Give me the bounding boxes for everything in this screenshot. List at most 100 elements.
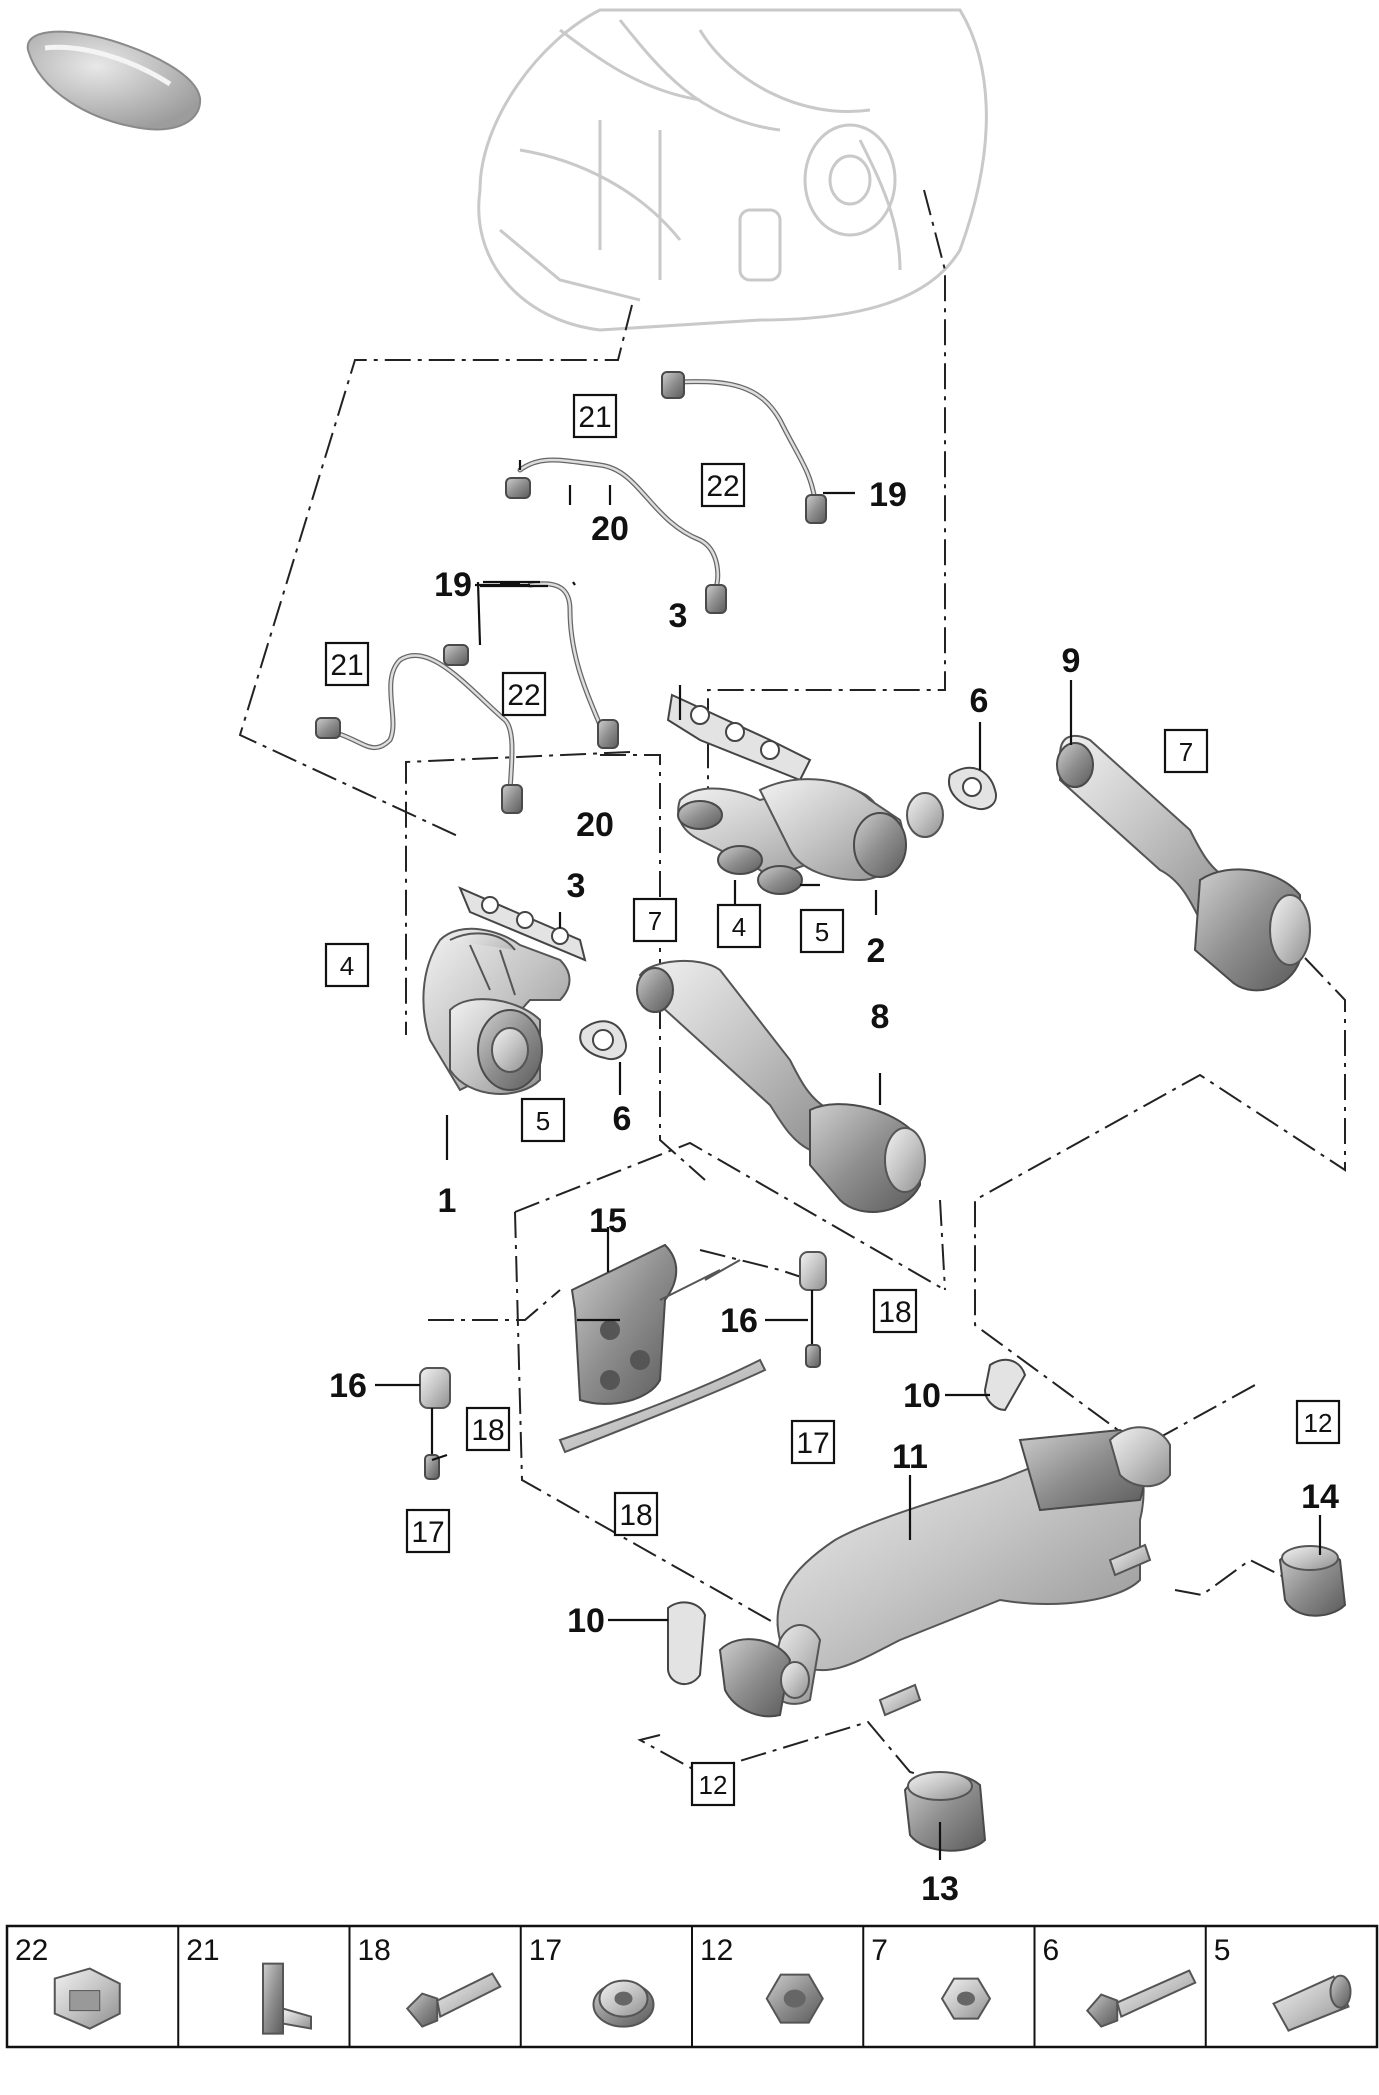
callout-6-upper: 6 [970, 682, 989, 720]
long-bolt-icon [1085, 1969, 1197, 2028]
svg-text:12: 12 [699, 1770, 728, 1800]
legend-number-22: 22 [15, 1934, 48, 1967]
bracket-icon [262, 1962, 312, 2035]
svg-text:7: 7 [1179, 737, 1193, 767]
boxed-callout-5-upper: 5 [799, 908, 845, 954]
callout-10-left: 10 [567, 1602, 605, 1640]
exhaust-manifold-catalyst-1 [422, 927, 571, 1095]
svg-text:18: 18 [878, 1296, 911, 1329]
boxed-callout-18-left: 18 [465, 1406, 511, 1452]
svg-text:5: 5 [815, 917, 829, 947]
fastener-legend: 22 21 18 17 12 7 6 5 [5, 1924, 1379, 2049]
svg-text:18: 18 [619, 1499, 652, 1532]
svg-text:4: 4 [732, 912, 746, 942]
front-exhaust-pipe-8 [636, 959, 926, 1213]
legend-number-21: 21 [186, 1934, 219, 1967]
svg-text:22: 22 [706, 470, 739, 503]
boxed-callout-21-lower: 21 [324, 641, 370, 687]
svg-text:18: 18 [471, 1414, 504, 1447]
legend-number-7: 7 [871, 1934, 888, 1967]
hex-nut-icon [765, 1973, 824, 2024]
boxed-callout-18-mid: 18 [613, 1491, 659, 1537]
exhaust-temp-sensor-right [799, 1251, 827, 1368]
front-exhaust-pipe-9 [1056, 734, 1311, 992]
muffler-gasket-left [667, 1601, 707, 1685]
svg-text:17: 17 [796, 1427, 829, 1460]
heat-shield-15 [558, 1243, 767, 1454]
legend-cell-6: 6 [1033, 1926, 1197, 2047]
svg-text:7: 7 [648, 906, 662, 936]
callout-14: 14 [1301, 1478, 1339, 1516]
boxed-callout-12-right: 12 [1295, 1399, 1341, 1445]
legend-cell-5: 5 [1204, 1926, 1352, 2047]
boxed-callout-5-lower: 5 [520, 1097, 566, 1143]
callout-2: 2 [867, 932, 886, 970]
boxed-callout-18-right: 18 [872, 1288, 918, 1334]
boxed-callout-17-left: 17 [405, 1508, 451, 1554]
oxygen-sensor-harness-lower [315, 581, 619, 814]
svg-text:21: 21 [330, 649, 363, 682]
leader-lines [375, 460, 1322, 1860]
tailpipe-trim-14 [1278, 1545, 1347, 1617]
legend-cell-21: 21 [177, 1926, 312, 2047]
svg-text:22: 22 [507, 679, 540, 712]
callout-9: 9 [1062, 642, 1081, 680]
callout-16-left: 16 [329, 1367, 367, 1405]
muffler-gasket-right [983, 1358, 1027, 1412]
engine-illustration [477, 8, 988, 332]
legend-cell-22: 22 [15, 1934, 121, 2030]
boxed-callouts: 21 21 22 22 4 4 5 5 7 7 18 18 18 17 17 1… [324, 393, 1341, 1807]
exhaust-manifold-catalyst-2 [677, 778, 944, 895]
legend-cell-7: 7 [862, 1926, 992, 2047]
boxed-callout-22-upper: 22 [700, 462, 746, 508]
flange-gasket-upper [948, 766, 997, 810]
callout-10-right: 10 [903, 1377, 941, 1415]
hex-nut-small-icon [940, 1977, 992, 2020]
legend-cell-18: 18 [348, 1926, 502, 2047]
oxygen-sensor-harness-upper [505, 371, 827, 614]
bolt-icon [405, 1972, 502, 2028]
callout-3-lower: 3 [567, 867, 586, 905]
boxed-callout-4-lower: 4 [324, 942, 370, 988]
tailpipe-trim-13 [903, 1771, 987, 1852]
callout-16-right: 16 [720, 1302, 758, 1340]
manifold-gasket-lower [458, 886, 587, 962]
callout-11: 11 [892, 1438, 928, 1476]
boxed-callout-22-lower: 22 [501, 671, 547, 717]
callout-19-upper: 19 [869, 476, 907, 514]
flange-nut-icon [592, 1979, 655, 2028]
manifold-gasket-upper [666, 693, 812, 782]
part-callouts: 1 2 3 3 6 6 8 9 10 10 11 13 14 15 16 16 … [329, 476, 1339, 1908]
callout-19-lower: 19 [434, 566, 472, 604]
boxed-callout-12-left: 12 [690, 1761, 736, 1807]
callout-20-upper: 20 [591, 510, 629, 548]
clip-icon [53, 1967, 121, 2030]
callout-3-upper: 3 [669, 597, 688, 635]
vehicle-thumbnail [26, 30, 202, 131]
legend-cell-17: 17 [519, 1926, 655, 2047]
boxed-callout-7-upper: 7 [1163, 728, 1209, 774]
svg-text:4: 4 [340, 951, 354, 981]
callout-8: 8 [871, 998, 890, 1036]
boxed-callout-17-right: 17 [790, 1419, 836, 1465]
sleeve-icon [1272, 1974, 1352, 2032]
svg-text:21: 21 [578, 401, 611, 434]
legend-number-12: 12 [700, 1934, 733, 1967]
boxed-callout-7-lower: 7 [632, 897, 678, 943]
boxed-callout-21-upper: 21 [572, 393, 618, 439]
callout-20-lower: 20 [576, 806, 614, 844]
svg-text:12: 12 [1304, 1408, 1333, 1438]
exhaust-temp-sensor-left [419, 1367, 451, 1480]
rear-muffler-11 [718, 1426, 1171, 1718]
callout-13: 13 [921, 1870, 959, 1908]
legend-number-18: 18 [358, 1934, 391, 1967]
callout-1: 1 [438, 1182, 457, 1220]
legend-cell-12: 12 [691, 1926, 824, 2047]
legend-number-6: 6 [1043, 1934, 1060, 1967]
svg-text:5: 5 [536, 1106, 550, 1136]
flange-gasket-lower [579, 1020, 627, 1060]
callout-6-lower: 6 [613, 1100, 632, 1138]
phantom-lines [238, 189, 1346, 1781]
boxed-callout-4-upper: 4 [716, 903, 762, 949]
